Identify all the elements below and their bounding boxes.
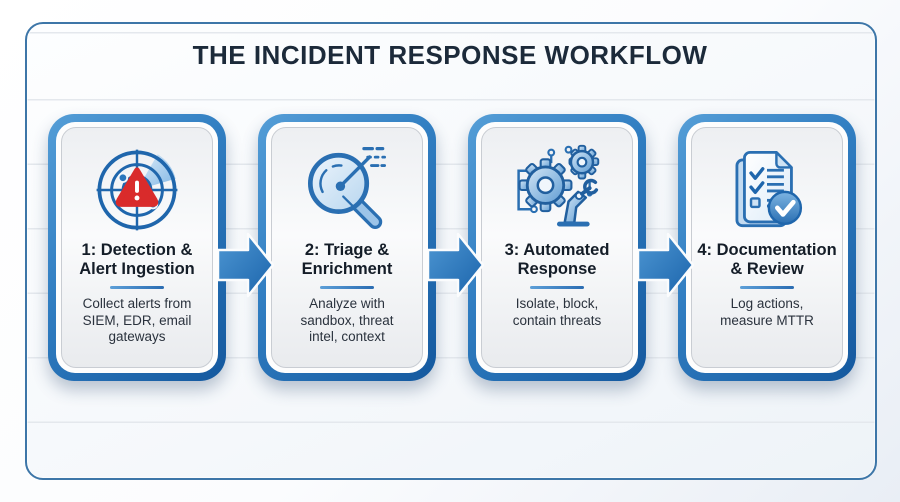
step-title: 2: Triage & Enrichment xyxy=(301,241,393,278)
magnifier-analysis-icon xyxy=(300,140,394,240)
title-divider xyxy=(530,286,584,289)
step-card-documentation: 4: Documentation & Review Log actions, m… xyxy=(678,114,856,381)
step-description: Analyze with sandbox, threat intel, cont… xyxy=(300,295,394,345)
flow-arrow-2 xyxy=(428,232,484,298)
step-description: Collect alerts from SIEM, EDR, email gat… xyxy=(82,295,192,345)
checklist-check-icon xyxy=(720,140,814,240)
step-card-detection: 1: Detection & Alert Ingestion Collect a… xyxy=(48,114,226,381)
title-divider xyxy=(320,286,374,289)
card-white-ring: 4: Documentation & Review Log actions, m… xyxy=(686,122,848,373)
large-gear xyxy=(518,158,573,213)
flow-arrow-3 xyxy=(638,232,694,298)
card-inner: 1: Detection & Alert Ingestion Collect a… xyxy=(61,127,213,368)
small-gear xyxy=(568,144,600,180)
step-title: 4: Documentation & Review xyxy=(697,241,837,278)
page-title: THE INCIDENT RESPONSE WORKFLOW xyxy=(192,40,708,70)
step-card-automated-response: 3: Automated Response Isolate, block, co… xyxy=(468,114,646,381)
card-white-ring: 2: Triage & Enrichment Analyze with sand… xyxy=(266,122,428,373)
step-title: 1: Detection & Alert Ingestion xyxy=(79,241,195,278)
radar-alert-icon xyxy=(90,140,184,240)
step-title: 3: Automated Response xyxy=(504,241,610,278)
step-description: Isolate, block, contain threats xyxy=(512,295,602,328)
card-white-ring: 3: Automated Response Isolate, block, co… xyxy=(476,122,638,373)
step-card-triage: 2: Triage & Enrichment Analyze with sand… xyxy=(258,114,436,381)
title-divider xyxy=(110,286,164,289)
card-inner: 2: Triage & Enrichment Analyze with sand… xyxy=(271,127,423,368)
card-white-ring: 1: Detection & Alert Ingestion Collect a… xyxy=(56,122,218,373)
step-description: Log actions, measure MTTR xyxy=(720,295,814,328)
gears-robot-arm-icon xyxy=(509,140,605,240)
card-inner: 3: Automated Response Isolate, block, co… xyxy=(481,127,633,368)
title-divider xyxy=(740,286,794,289)
flow-arrow-1 xyxy=(218,232,274,298)
robot-arm xyxy=(557,178,599,227)
card-inner: 4: Documentation & Review Log actions, m… xyxy=(691,127,843,368)
